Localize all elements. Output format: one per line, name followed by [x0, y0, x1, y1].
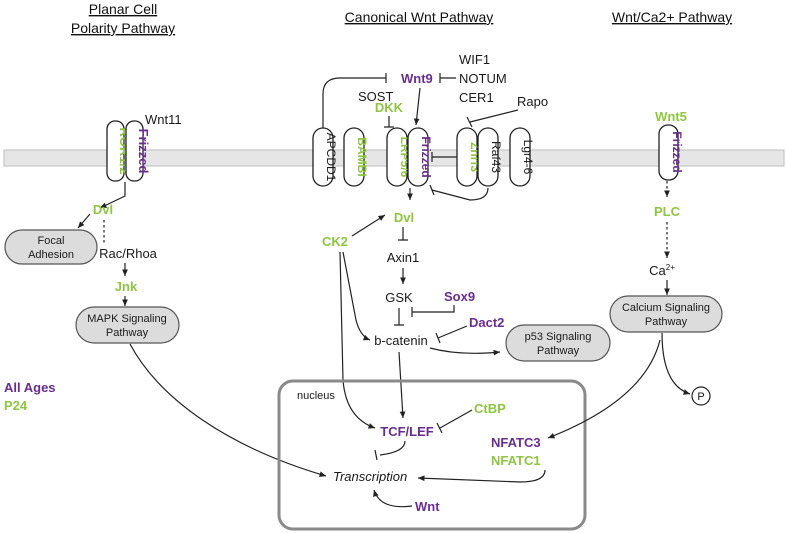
- dact2: Dact2: [469, 315, 504, 330]
- legend-p24: P24: [4, 398, 28, 413]
- gsk-inhibits-bcatenin: [394, 308, 404, 326]
- calcium-pathway-box: [609, 295, 723, 333]
- wnt9-to-frizzled: [413, 87, 421, 126]
- axin1: Axin1: [387, 250, 420, 265]
- wnt11-label: Wnt11: [145, 112, 182, 127]
- ctbp-inhibits-tcf-lef: [436, 409, 473, 434]
- raf43-receptor: [477, 127, 499, 187]
- dvl-inhibits-axin1: [398, 227, 408, 241]
- mapk-to-transcription: [129, 343, 327, 477]
- lrp56-receptor: [386, 127, 408, 187]
- header-ca2: Wnt/Ca2+ Pathway: [612, 9, 732, 25]
- pcp-frizzled-receptor: [125, 120, 144, 182]
- lgr46-receptor: [509, 127, 531, 187]
- mapk-pathway-box: [75, 306, 180, 344]
- rac-rhoa: Rac/Rhoa: [99, 246, 158, 261]
- znrf3-receptor: [456, 127, 478, 187]
- plc: PLC: [654, 204, 681, 219]
- focal-adhesion-box: [4, 229, 98, 265]
- tcf-lef-inhibits-transcription: [374, 440, 406, 461]
- sox9: Sox9: [444, 289, 475, 304]
- legend-all-ages: All Ages: [4, 380, 56, 395]
- notum: NOTUM: [459, 71, 507, 86]
- nuclear-wnt: Wnt: [415, 499, 440, 514]
- notum-inhibits-wnt9: [439, 73, 456, 83]
- ck2-to-bcatenin: [342, 251, 371, 341]
- nfatc3: NFATC3: [491, 435, 541, 450]
- phosphate-label: P: [697, 391, 704, 403]
- focal-adhesion-line2: Adhesion: [28, 249, 74, 261]
- pcp-dvl: Dvl: [93, 202, 113, 217]
- ca-ion: Ca2+: [649, 263, 675, 278]
- ck2: CK2: [322, 234, 348, 249]
- calcium-to-phosphate: [661, 332, 691, 395]
- apcdd1-label: APCDD1: [324, 133, 338, 182]
- lgr46-label: Lgr4-6: [521, 140, 535, 175]
- apcdd1-inhibits-wnt9: [322, 73, 387, 128]
- bcatenin-to-tcf-lef: [398, 351, 406, 419]
- dkk: DKK: [375, 100, 404, 115]
- wnt9: Wnt9: [401, 71, 433, 86]
- bambi-receptor: [343, 127, 365, 187]
- tcf-lef: TCF/LEF: [380, 424, 433, 439]
- nfatc-to-transcription: [417, 469, 546, 483]
- dkk-inhibits-lrp: [384, 116, 394, 128]
- gsk: GSK: [385, 290, 413, 305]
- dact2-inhibits-bcatenin: [435, 325, 468, 344]
- wnt-to-transcription: [373, 489, 413, 508]
- raf43-label: Raf43: [489, 141, 503, 173]
- dvl-to-focal-adhesion: [77, 213, 91, 229]
- calcium-line1: Calcium Signaling: [622, 302, 710, 314]
- bcatenin: b-catenin: [374, 333, 427, 348]
- ror12-receptor: [106, 120, 125, 182]
- jnk: Jnk: [115, 279, 138, 294]
- raf43-inhibits-lrp: [429, 184, 489, 201]
- cer1: CER1: [459, 90, 494, 105]
- focal-adhesion-line1: Focal: [38, 235, 65, 247]
- ca2-frizzled-label: Frizzed: [670, 131, 684, 172]
- pcp-frizzled-to-dvl: [99, 182, 126, 209]
- phosphate-circle: [691, 386, 711, 406]
- canonical-frizzled-label: Frizzed: [419, 136, 433, 177]
- ca2-frizzled-receptor: [658, 124, 679, 181]
- header-pcp-line1: Planar Cell: [89, 1, 157, 17]
- p53-line1: p53 Signaling: [525, 331, 592, 343]
- apcdd1-receptor: [312, 127, 334, 187]
- sox9-inhibits-bcatenin: [411, 305, 455, 317]
- bcatenin-to-p53: [429, 347, 501, 356]
- mapk-line1: MAPK Signaling: [87, 313, 167, 325]
- ck2-to-dvl: [351, 214, 386, 237]
- wif1: WIF1: [459, 52, 490, 67]
- rapo: Rapo: [517, 94, 548, 109]
- p53-line2: Pathway: [537, 345, 580, 357]
- mapk-line2: Pathway: [106, 327, 149, 339]
- rapo-inhibits-znrf3: [466, 109, 519, 128]
- header-pcp-line2: Polarity Pathway: [71, 20, 175, 36]
- calcium-line2: Pathway: [645, 316, 688, 328]
- ca-superscript: 2+: [666, 263, 675, 272]
- canonical-frizzled-receptor: [407, 127, 429, 187]
- nucleus-label: nucleus: [297, 390, 335, 402]
- bambi-label: BAMBI: [355, 137, 369, 176]
- znrf3-inhibits-frizzled: [431, 152, 457, 162]
- wnt5: Wnt5: [655, 109, 687, 124]
- pcp-frizzled-label: Frizzed: [136, 129, 151, 174]
- ctbp: CtBP: [474, 401, 506, 416]
- sost: SOST: [358, 89, 393, 104]
- nfatc1: NFATC1: [491, 453, 541, 468]
- p53-pathway-box: [505, 324, 611, 362]
- header-canonical: Canonical Wnt Pathway: [345, 9, 494, 25]
- transcription: Transcription: [333, 469, 407, 484]
- calcium-to-nfatc3: [547, 339, 661, 439]
- canonical-dvl: Dvl: [394, 210, 414, 225]
- nucleus-box: [277, 379, 587, 531]
